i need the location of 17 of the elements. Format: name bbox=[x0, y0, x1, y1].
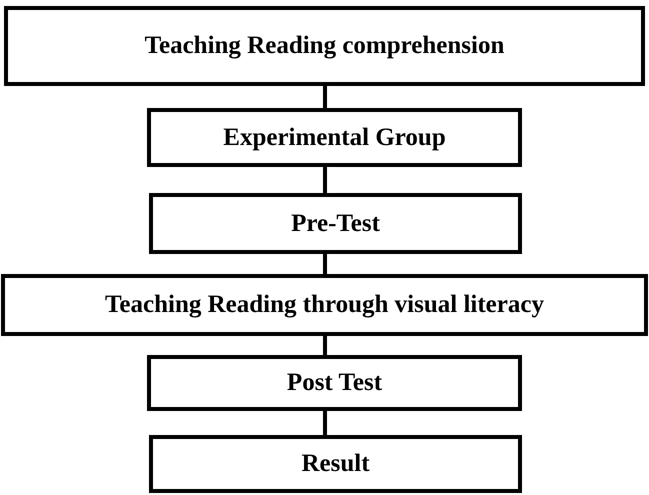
process-box bbox=[147, 355, 522, 411]
box-label: Post Test bbox=[286, 368, 382, 398]
connector-line bbox=[323, 336, 327, 355]
process-box bbox=[149, 193, 522, 254]
connector-line bbox=[323, 167, 327, 193]
process-box bbox=[1, 274, 648, 336]
process-box bbox=[4, 6, 645, 86]
connector-line bbox=[323, 254, 327, 274]
box-label: Result bbox=[301, 449, 370, 480]
connector-line bbox=[323, 86, 327, 108]
box-label: Pre-Test bbox=[291, 208, 380, 239]
box-label: Experimental Group bbox=[223, 122, 446, 153]
box-label: Teaching Reading through visual literacy bbox=[105, 290, 544, 320]
process-box bbox=[147, 108, 522, 167]
process-box bbox=[149, 435, 522, 493]
box-label: Teaching Reading comprehension bbox=[144, 31, 504, 62]
connector-line bbox=[323, 411, 327, 435]
